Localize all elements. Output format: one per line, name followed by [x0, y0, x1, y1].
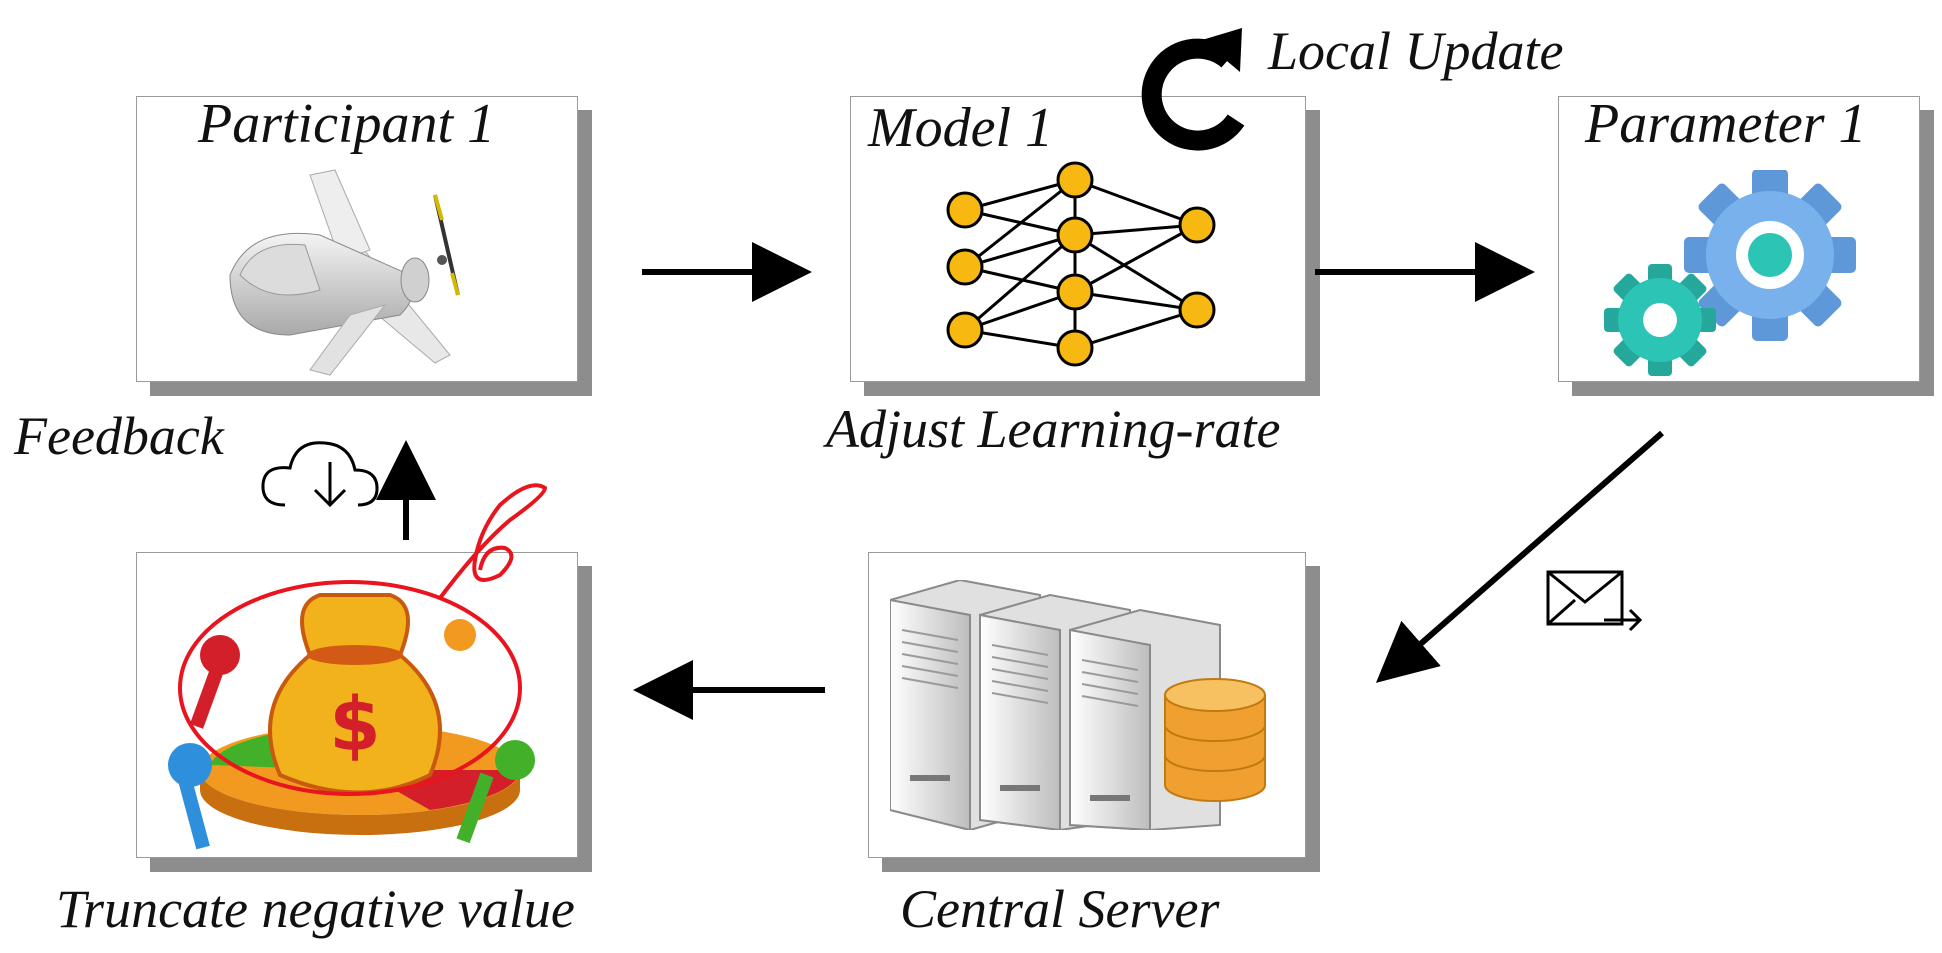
- server-rack-icon: [890, 580, 1266, 830]
- highlight-circle: [178, 483, 548, 796]
- gears-icon: [1604, 170, 1856, 376]
- parameter-title: Parameter 1: [1585, 93, 1867, 155]
- arrow-parameter-to-server: [1375, 430, 1664, 683]
- mail-send-icon: [1546, 570, 1643, 632]
- refresh-icon: [1141, 28, 1245, 151]
- participant-title: Participant 1: [198, 93, 496, 155]
- drone-icon: [229, 169, 460, 376]
- cloud-download-icon: [261, 441, 379, 508]
- model-title: Model 1: [868, 97, 1054, 159]
- feedback-label: Feedback: [14, 406, 224, 466]
- neural-network-icon: [946, 161, 1216, 367]
- model-caption: Adjust Learning-rate: [826, 399, 1281, 459]
- money-bag-icon: $: [168, 593, 535, 850]
- local-update-label: Local Update: [1268, 21, 1564, 81]
- server-caption: Central Server: [900, 879, 1220, 939]
- incentive-caption: Truncate negative value: [56, 879, 575, 939]
- dollar-sign: $: [329, 682, 381, 768]
